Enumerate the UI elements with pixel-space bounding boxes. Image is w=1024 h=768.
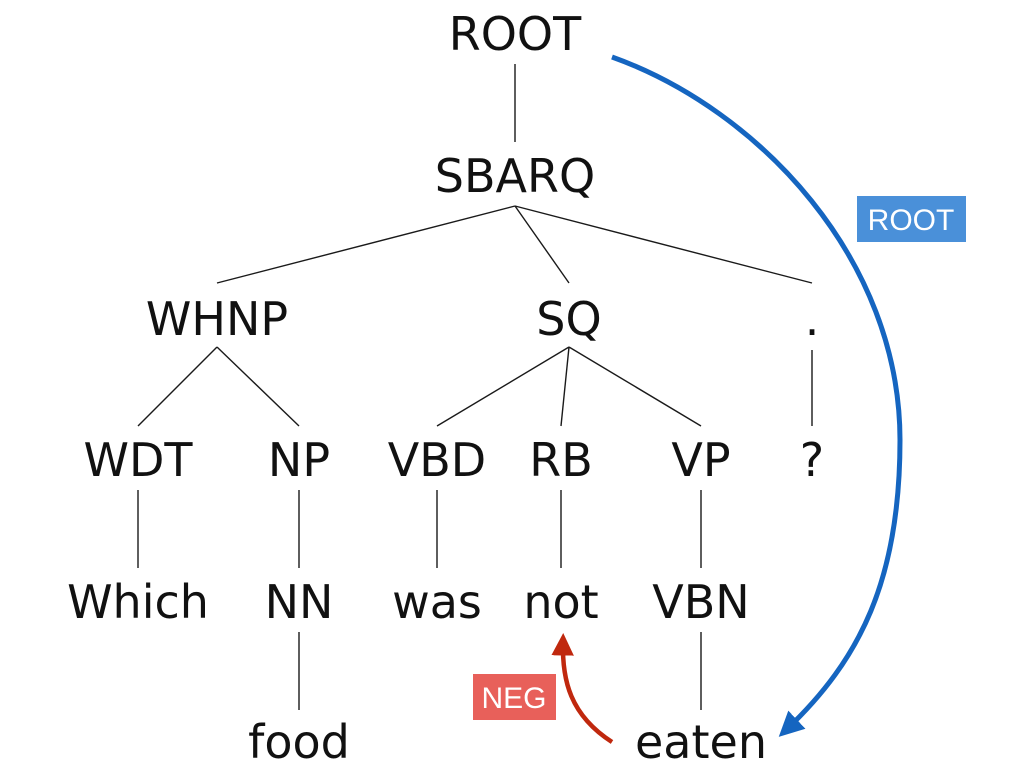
node-sq: SQ bbox=[536, 292, 601, 346]
node-was: was bbox=[392, 575, 482, 629]
edge-sq-vbd bbox=[436, 346, 570, 427]
root-dependency-label: ROOT bbox=[857, 196, 966, 242]
node-which: Which bbox=[67, 575, 209, 629]
root-label-text: ROOT bbox=[868, 204, 955, 237]
neg-label-text: NEG bbox=[481, 682, 546, 715]
node-root: ROOT bbox=[449, 7, 582, 61]
node-sbarq: SBARQ bbox=[435, 149, 595, 203]
tree-edges bbox=[137, 64, 813, 710]
node-vbn: VBN bbox=[652, 575, 749, 629]
node-rb: RB bbox=[529, 433, 593, 487]
node-period: . bbox=[805, 292, 820, 346]
node-np: NP bbox=[268, 433, 330, 487]
node-not: not bbox=[523, 575, 598, 629]
edge-whnp-np bbox=[216, 346, 300, 427]
neg-dependency-label: NEG bbox=[473, 674, 556, 720]
dependency-arcs bbox=[551, 54, 903, 744]
node-whnp: WHNP bbox=[146, 292, 288, 346]
root-dependency-arc bbox=[611, 54, 903, 737]
edge-whnp-wdt bbox=[137, 346, 218, 427]
edge-sq-rb bbox=[560, 346, 570, 427]
neg-dependency-arc bbox=[551, 633, 614, 744]
node-vbd: VBD bbox=[388, 433, 486, 487]
edge-sbarq-sq bbox=[514, 205, 570, 284]
node-wdt: WDT bbox=[83, 433, 193, 487]
node-food: food bbox=[248, 715, 350, 768]
node-nn: NN bbox=[265, 575, 334, 629]
edge-sq-vp bbox=[568, 346, 702, 427]
node-vp: VP bbox=[671, 433, 730, 487]
node-eaten: eaten bbox=[635, 715, 767, 768]
root-label-box bbox=[857, 196, 966, 242]
edge-sbarq-period bbox=[514, 205, 813, 284]
node-question-mark: ? bbox=[800, 433, 824, 487]
tree-nodes: ROOT SBARQ WHNP SQ . WDT NP VBD RB VP ? … bbox=[67, 7, 824, 768]
neg-label-box bbox=[473, 674, 556, 720]
edge-sbarq-whnp bbox=[216, 205, 516, 284]
